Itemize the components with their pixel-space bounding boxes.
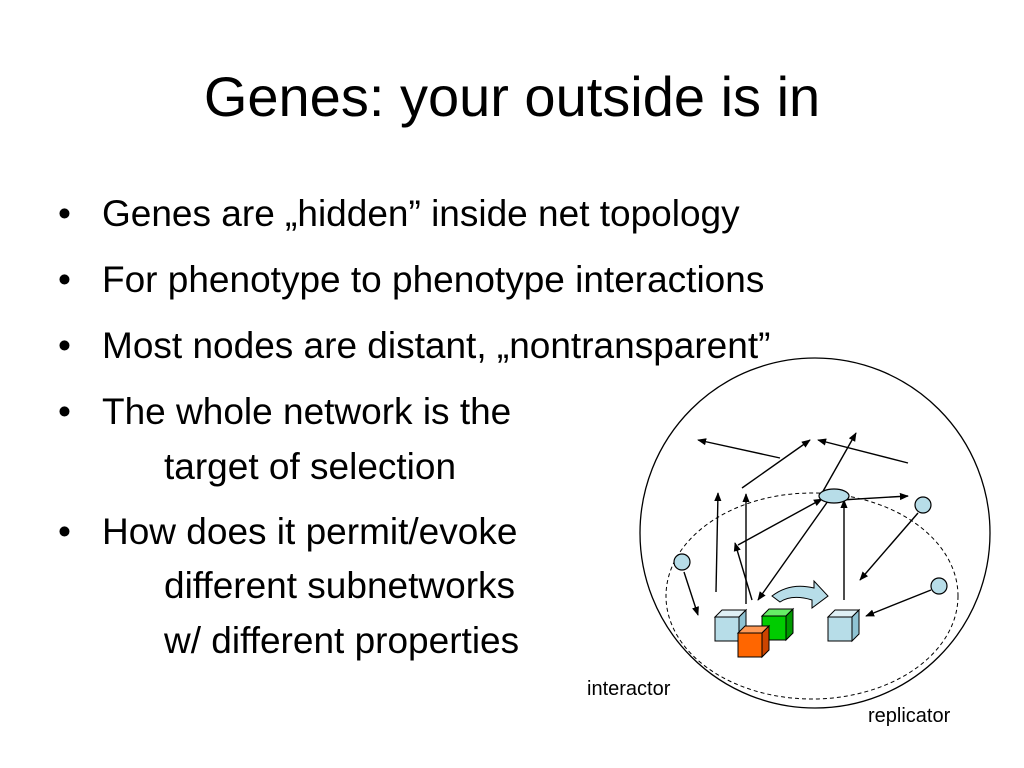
bullet-text: Genes are „hidden” inside net topology (102, 193, 740, 234)
bullet-text: For phenotype to phenotype interactions (102, 259, 765, 300)
arrow (737, 498, 823, 546)
bullet-icon: • (58, 259, 71, 300)
bullet-continuation-text: target of selection (164, 446, 457, 487)
interaction-arrows (683, 432, 932, 617)
arrow (697, 438, 781, 459)
arrow (817, 438, 909, 464)
network-nodes (673, 488, 948, 595)
orange-cube (736, 624, 771, 659)
bullet-continuation-text: w/ different properties (164, 620, 520, 661)
interactor-circle (639, 357, 991, 709)
arrow (741, 439, 811, 489)
network-node (673, 553, 691, 571)
curved-arrow-icon (771, 579, 829, 609)
blue-cube-right (826, 608, 861, 643)
hub-node (818, 488, 850, 504)
bullet-text: How does it permit/evoke (102, 511, 518, 552)
bullet-continuation-text: different subnetworks (164, 565, 516, 606)
arrow (714, 492, 722, 593)
bullet-icon: • (58, 391, 71, 432)
network-node (914, 496, 932, 514)
arrow (733, 542, 753, 601)
arrow (757, 493, 834, 601)
bullet-icon: • (58, 325, 71, 366)
arrow (821, 432, 857, 494)
arrow (840, 492, 909, 501)
arrow (865, 589, 932, 617)
bullet-icon: • (58, 193, 71, 234)
interactor-label: interactor (587, 678, 671, 700)
network-node (930, 577, 948, 595)
blue-cube-left (713, 608, 748, 643)
replicator-label: replicator (868, 705, 951, 727)
arrow (859, 512, 919, 581)
bullet-icon: • (58, 511, 71, 552)
replicator-ellipse (665, 492, 959, 700)
bullet-text: The whole network is the (102, 391, 512, 432)
slide-title: Genes: your outside is in (203, 65, 821, 128)
arrow (683, 571, 699, 616)
bullet-text: Most nodes are distant, „nontransparent” (102, 325, 771, 366)
